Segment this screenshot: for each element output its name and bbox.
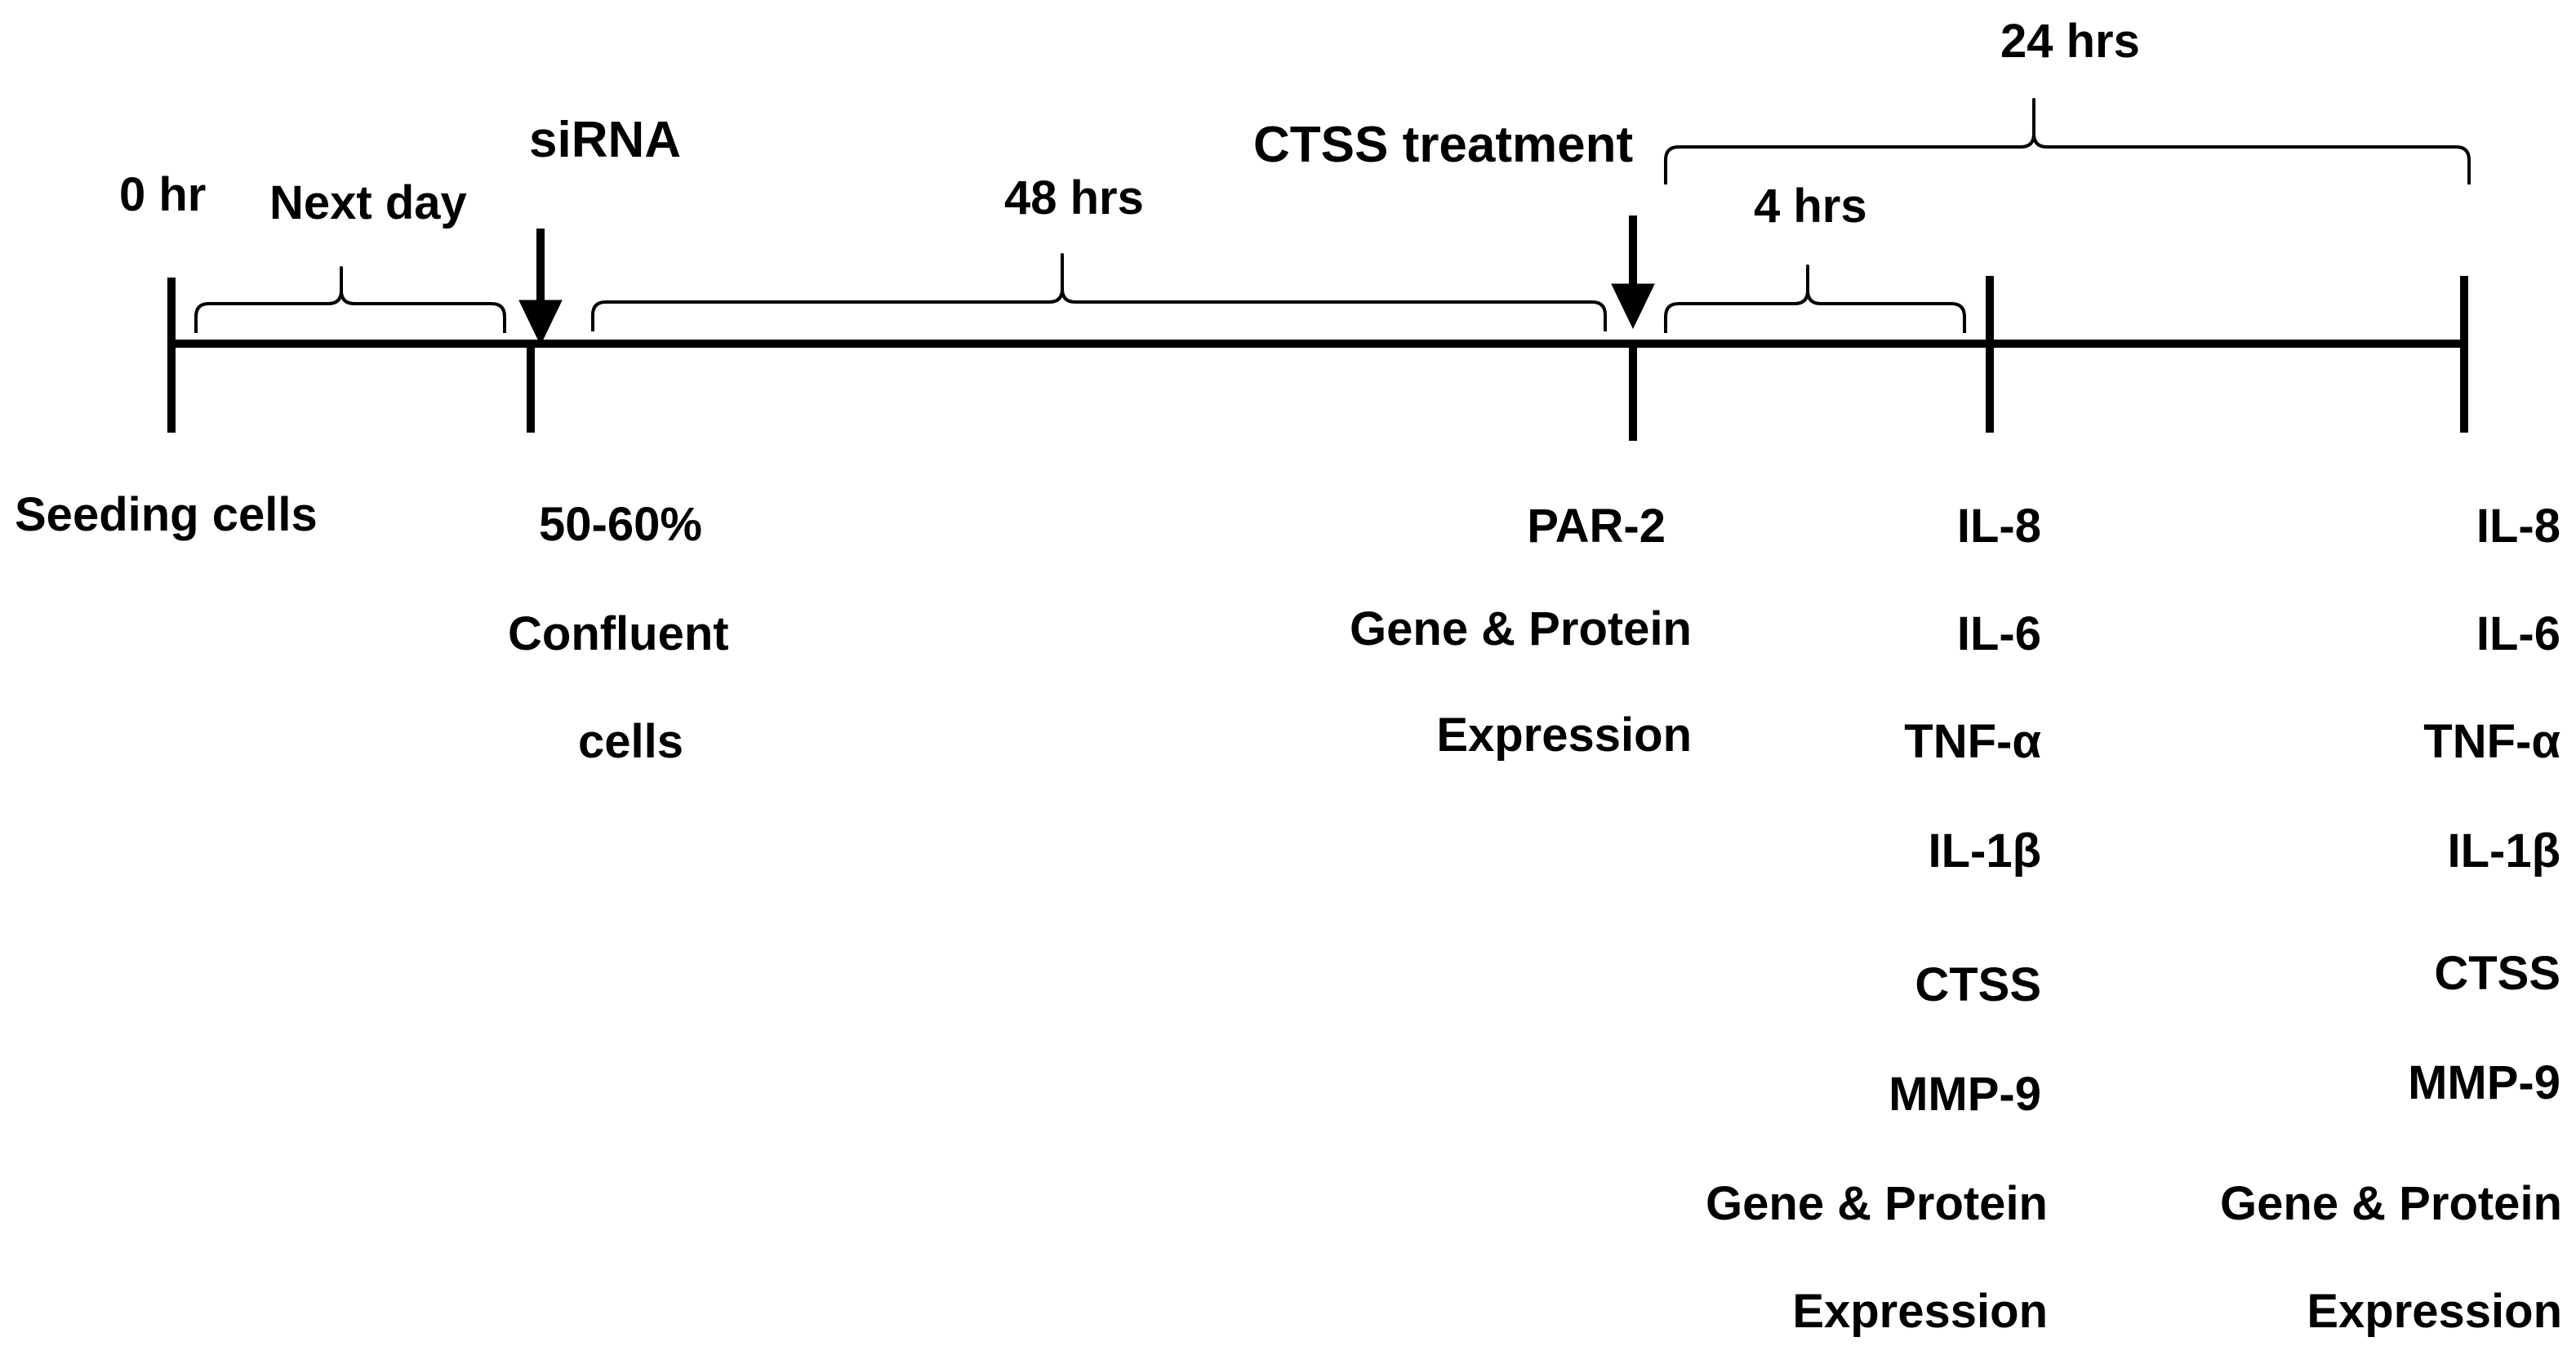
confluent-line-3: cells <box>578 715 683 768</box>
par2-line-2: Gene & Protein <box>1350 602 1692 655</box>
readout-4h-line-2: IL-6 <box>1957 607 2041 660</box>
readout-24h-line-8: Expression <box>2307 1285 2562 1338</box>
readout-24h-block: IL-8 IL-6 TNF-α IL-1β CTSS MMP-9 Gene & … <box>2220 500 2562 1338</box>
brace-next-day <box>194 266 506 333</box>
par2-line-3: Expression <box>1436 709 1692 762</box>
label-sirna: siRNA <box>529 112 681 168</box>
readout-4h-line-5: CTSS <box>1915 958 2041 1011</box>
par2-label-block: PAR-2 Gene & Protein Expression <box>1350 500 1692 762</box>
bottom-labels: Seeding cells 50-60% Confluent cells PAR… <box>15 488 2562 1338</box>
confluent-line-1: 50-60% <box>539 498 702 551</box>
treatment-arrow-head <box>1611 283 1655 330</box>
readout-24h-line-4: IL-1β <box>2447 824 2560 877</box>
readout-4h-line-1: IL-8 <box>1957 500 2041 553</box>
sirna-arrow-head <box>518 300 563 346</box>
label-24hrs: 24 hrs <box>2000 15 2140 68</box>
readout-24h-line-2: IL-6 <box>2476 607 2560 660</box>
readout-24h-line-5: CTSS <box>2434 947 2560 1000</box>
readout-24h-line-6: MMP-9 <box>2408 1056 2560 1109</box>
brace-48hrs <box>591 253 1607 331</box>
label-0hr: 0 hr <box>119 168 206 221</box>
label-4hrs: 4 hrs <box>1754 180 1867 233</box>
readout-4h-line-6: MMP-9 <box>1889 1068 2041 1121</box>
label-48hrs: 48 hrs <box>1004 171 1144 224</box>
readout-24h-line-7: Gene & Protein <box>2220 1177 2562 1230</box>
readout-4h-line-7: Gene & Protein <box>1706 1177 2048 1230</box>
readout-4h-line-4: IL-1β <box>1928 824 2041 877</box>
readout-24h-line-3: TNF-α <box>2423 715 2560 768</box>
top-labels: 0 hr Next day siRNA 48 hrs CTSS treatmen… <box>119 15 2140 233</box>
readout-4h-block: IL-8 IL-6 TNF-α IL-1β CTSS MMP-9 Gene & … <box>1706 500 2048 1338</box>
brace-group <box>194 98 2471 333</box>
label-ctss-treatment: CTSS treatment <box>1253 117 1633 173</box>
label-seeding-cells: Seeding cells <box>15 488 318 541</box>
confluent-line-2: Confluent <box>508 607 729 660</box>
brace-24hrs <box>1664 98 2471 184</box>
readout-4h-line-3: TNF-α <box>1904 715 2041 768</box>
timeline-axis-group <box>167 276 2468 441</box>
readout-4h-line-8: Expression <box>1792 1285 2048 1338</box>
brace-4hrs <box>1664 264 1966 333</box>
readout-24h-line-1: IL-8 <box>2476 500 2560 553</box>
arrow-group <box>518 215 1655 346</box>
par2-line-1: PAR-2 <box>1527 500 1666 553</box>
label-next-day: Next day <box>269 176 467 229</box>
